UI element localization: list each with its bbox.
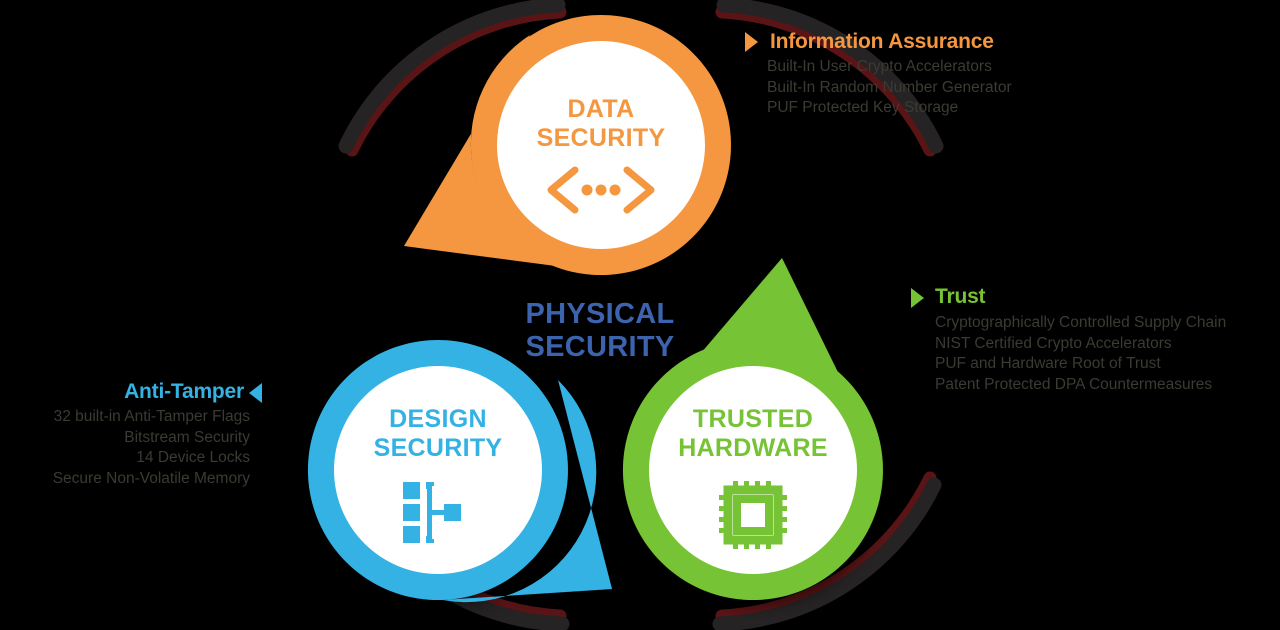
cpu-chip-icon — [719, 481, 787, 549]
list-item: Cryptographically Controlled Supply Chai… — [935, 314, 1227, 331]
list-item: Patent Protected DPA Countermeasures — [935, 375, 1213, 393]
callout-items-information-assurance: Built-In User Crypto Accelerators Built-… — [767, 57, 1012, 119]
trusted-hardware-tail — [672, 258, 854, 405]
design-security-label: DESIGN SECURITY — [313, 405, 563, 463]
list-item: Bitstream Security — [124, 428, 250, 446]
trusted-hardware-label-line1: TRUSTED — [692, 405, 814, 433]
callout-anti-tamper: Anti-Tamper 32 built-in Anti-Tamper Flag… — [0, 380, 272, 489]
list-item: PUF Protected Key Storage — [767, 99, 959, 116]
triangle-right-icon — [911, 288, 924, 308]
data-security-tail — [404, 35, 556, 266]
data-security-inner-circle — [497, 41, 705, 249]
list-item: Built-In User Crypto Accelerators — [767, 58, 992, 75]
design-security-inner-circle — [334, 366, 542, 574]
list-item: Built-In Random Number Generator — [767, 78, 1012, 96]
list-item: 32 built-in Anti-Tamper Flags — [53, 408, 250, 425]
list-item: NIST Certified Crypto Accelerators — [935, 334, 1172, 352]
page-title: PHYSICAL SECURITY — [440, 298, 760, 364]
callout-heading-trust: Trust — [935, 285, 986, 308]
design-security-label-line1: DESIGN — [389, 405, 487, 433]
hierarchy-tree-icon — [403, 482, 461, 543]
data-security-label-line2: SECURITY — [536, 124, 666, 152]
design-security-label-line2: SECURITY — [373, 434, 503, 462]
trusted-hardware-label-line2: HARDWARE — [678, 434, 828, 462]
callout-heading-anti-tamper: Anti-Tamper — [124, 380, 244, 403]
callout-items-anti-tamper: 32 built-in Anti-Tamper Flags Bitstream … — [0, 407, 250, 489]
design-security-tail — [443, 380, 612, 603]
triangle-right-icon — [745, 32, 758, 52]
trusted-hardware-label: TRUSTED HARDWARE — [628, 405, 878, 463]
data-security-label: DATA SECURITY — [476, 95, 726, 153]
page-title-line1: PHYSICAL — [525, 298, 675, 330]
callout-heading-information-assurance: Information Assurance — [770, 30, 994, 53]
callout-trust: Trust Cryptographically Controlled Suppl… — [910, 285, 1226, 395]
callout-items-trust: Cryptographically Controlled Supply Chai… — [935, 313, 1226, 395]
trusted-hardware-inner-circle — [649, 366, 857, 574]
code-brackets-dots-icon — [547, 166, 655, 214]
list-item: 14 Device Locks — [136, 449, 250, 466]
triangle-left-icon — [249, 383, 262, 403]
page-title-line2: SECURITY — [525, 331, 675, 363]
list-item: PUF and Hardware Root of Trust — [935, 355, 1161, 372]
data-security-label-line1: DATA — [567, 95, 635, 123]
list-item: Secure Non-Volatile Memory — [52, 469, 250, 487]
callout-information-assurance: Information Assurance Built-In User Cryp… — [745, 30, 1012, 119]
